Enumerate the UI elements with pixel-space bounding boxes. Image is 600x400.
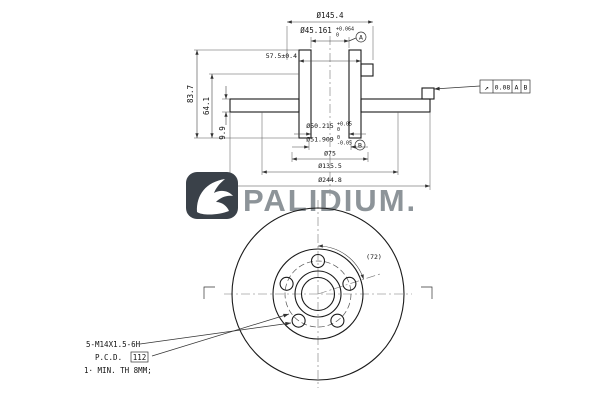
dim-dia-145-label: Ø145.4 [316, 11, 344, 20]
dim-dia-50: Ø50.215 +0.05 0 [294, 122, 366, 136]
dim-dia-50-label: Ø50.215 [306, 122, 333, 130]
bolt-hole [279, 276, 294, 291]
datum-b-label: B [358, 142, 362, 150]
pilot-tab-section [360, 63, 374, 77]
dim-thickness-9: 9.9 [218, 86, 230, 140]
dim-height-64-label: 64.1 [202, 97, 211, 115]
front-view: (72) 5-M14X1.5-6H P.C.D. 112 1· MIN. TH … [84, 200, 433, 388]
hub-wall-left-section [298, 49, 312, 139]
runout-tolerance-frame: ↗ 0.08 A B [433, 79, 531, 94]
bolt-hole [342, 276, 357, 291]
disc-cross-section [229, 49, 435, 139]
section-view: Ø145.4 Ø45.161 +0.064 0 A 57.5±0.4 83.7 [186, 11, 531, 196]
min-thickness-note: 1· MIN. TH 8MM; [84, 366, 152, 375]
dim-height-83: 83.7 [186, 49, 299, 139]
bolt-angle-label: (72) [366, 253, 382, 261]
bolt-hole [330, 313, 345, 328]
datum-a-label: A [359, 34, 363, 42]
dim-dia-135: Ø135.5 [261, 112, 399, 175]
dim-dia-45-label: Ø45.161 [300, 26, 332, 35]
dim-dia-135-label: Ø135.5 [318, 162, 342, 170]
dim-dia-45-tol-lo: 0 [336, 33, 339, 39]
dim-height-83-label: 83.7 [186, 85, 195, 103]
dim-width-57: 57.5±0.4 [266, 52, 361, 63]
datum-a-circle [355, 31, 367, 43]
bird-icon [196, 179, 233, 215]
dim-bolt-angle: (72) [317, 244, 382, 280]
datum-b-circle [354, 139, 366, 151]
pcd-value: 112 [133, 353, 147, 362]
pcd-label: P.C.D. [95, 353, 122, 362]
dim-dia-51-tol-hi: 0 [337, 135, 340, 141]
flange-right-section [360, 98, 431, 113]
dim-thickness-9-label: 9.9 [218, 126, 227, 140]
dim-dia-50-tol-hi: +0.05 [337, 122, 352, 128]
dim-dia-50-tol-lo: 0 [337, 127, 340, 133]
dim-dia-45-tol-hi: +0.064 [336, 27, 354, 33]
dim-dia-145: Ø145.4 [286, 11, 374, 60]
brand-name: PALIDIUM. [243, 183, 417, 218]
runout-value: 0.08 [495, 84, 511, 92]
disc-outer-circle [231, 207, 405, 381]
dim-width-57-label: 57.5±0.4 [266, 52, 297, 60]
hub-wall-right-section [348, 49, 362, 139]
bolt-radial-centerline [317, 273, 381, 295]
dim-dia-51-label: Ø51.909 [306, 136, 333, 144]
dim-dia-51: Ø51.909 0 -0.05 B [292, 135, 368, 151]
edge-step-section [421, 87, 435, 100]
view-corner-mark-right [421, 286, 433, 299]
dim-dia-75-label: Ø75 [324, 150, 336, 158]
view-corner-mark-left [203, 286, 215, 299]
flange-left-section [229, 98, 300, 113]
dim-dia-244-label: Ø244.8 [318, 176, 342, 184]
dim-dia-45: Ø45.161 +0.064 0 A [300, 26, 367, 48]
thread-note: 5-M14X1.5-6H [86, 340, 141, 349]
dim-height-64: 64.1 [202, 73, 299, 138]
runout-ref-b: B [524, 84, 528, 92]
dim-dia-51-tol-lo: -0.05 [337, 141, 352, 147]
dim-dia-75: Ø75 [291, 150, 369, 162]
bolt-hole [291, 313, 306, 328]
watermark: PALIDIUM. [186, 172, 417, 219]
runout-ref-a: A [515, 84, 519, 92]
runout-symbol-icon: ↗ [484, 83, 489, 92]
front-view-notes: 5-M14X1.5-6H P.C.D. 112 1· MIN. TH 8MM; [84, 313, 292, 375]
